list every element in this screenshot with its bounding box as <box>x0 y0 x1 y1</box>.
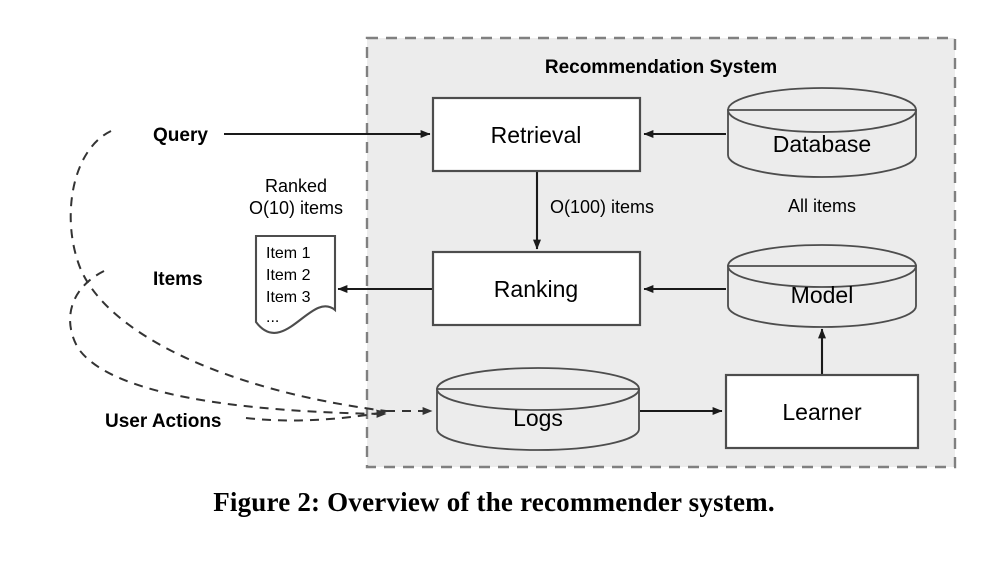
node-database-label: Database <box>773 131 871 157</box>
node-logs[interactable]: Logs <box>436 367 640 451</box>
node-learner-label: Learner <box>782 399 862 425</box>
ranked-items-caption-line1: Ranked <box>265 176 327 196</box>
database-sublabel: All items <box>788 196 856 216</box>
items-doc-line-4: ... <box>266 309 279 326</box>
panel-title: Recommendation System <box>545 57 777 78</box>
node-ranking[interactable]: Ranking <box>431 250 642 327</box>
node-logs-label: Logs <box>513 405 563 431</box>
node-ranking-label: Ranking <box>494 276 578 302</box>
query-feedback-curve <box>69 130 387 412</box>
node-retrieval-label: Retrieval <box>491 122 582 148</box>
label-query: Query <box>153 125 208 146</box>
figure-caption: Figure 2: Overview of the recommender sy… <box>213 487 775 517</box>
items-doc-line-3: Item 3 <box>266 289 311 306</box>
ranked-items-caption-line2: O(10) items <box>249 198 343 218</box>
items-doc-line-1: Item 1 <box>266 245 311 262</box>
items-doc-line-2: Item 2 <box>266 267 311 284</box>
node-model-label: Model <box>791 282 854 308</box>
node-database[interactable]: Database All items <box>727 87 917 216</box>
items-feedback-curve <box>69 270 387 418</box>
label-user-actions: User Actions <box>105 411 222 432</box>
retrieval-ranking-edge-label: O(100) items <box>550 197 654 217</box>
label-items: Items <box>153 269 203 290</box>
node-retrieval[interactable]: Retrieval <box>431 96 642 173</box>
user-actions-dashed-line <box>245 409 387 422</box>
node-learner[interactable]: Learner <box>724 373 920 450</box>
node-model[interactable]: Model <box>727 244 917 328</box>
node-items-document[interactable]: Item 1 Item 2 Item 3 ... <box>254 234 337 334</box>
